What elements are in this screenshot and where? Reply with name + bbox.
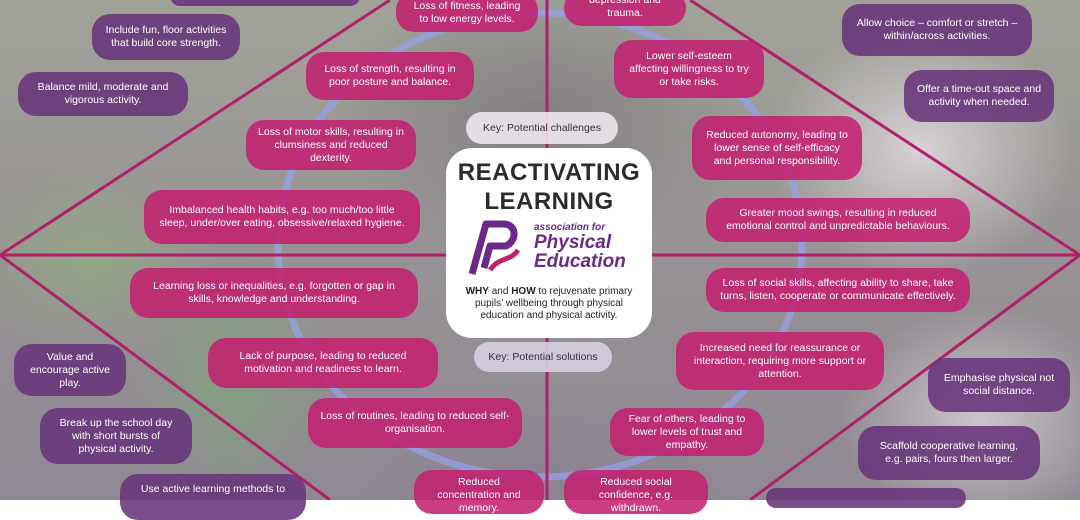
challenge-pill: Lower self-esteem affecting willingness … — [614, 40, 764, 98]
afpe-logo-icon — [468, 220, 521, 275]
challenge-pill: Loss of strength, resulting in poor post… — [306, 52, 474, 100]
center-description: WHY and HOW to rejuvenate primary pupils… — [465, 286, 633, 321]
solution-pill-cut — [766, 488, 966, 508]
solution-pill: Use active learning methods to — [120, 474, 306, 520]
challenge-pill: Reduced concentration and memory. — [414, 470, 544, 514]
challenge-pill: Lack of purpose, leading to reduced moti… — [208, 338, 438, 388]
afpe-logo-text: association for Physical Education — [534, 222, 626, 272]
divider-lines — [0, 0, 1080, 500]
challenge-pill: Increased need for reassurance or intera… — [676, 332, 884, 390]
solution-pill: Offer a time-out space and activity when… — [904, 70, 1054, 122]
challenge-pill: Greater mood swings, resulting in reduce… — [706, 198, 970, 242]
afpe-logo: association for Physical Education — [454, 218, 644, 282]
challenge-pill: Imbalanced health habits, e.g. too much/… — [144, 190, 420, 244]
solution-pill: Emphasise physical not social distance. — [928, 358, 1070, 412]
challenge-pill: Loss of motor skills, resulting in clums… — [246, 120, 416, 170]
solution-pill: Break up the school day with short burst… — [40, 408, 192, 464]
solution-pill-cut — [170, 0, 360, 6]
solution-pill: Include fun, floor activities that build… — [92, 14, 240, 60]
key-potential-solutions: Key: Potential solutions — [474, 342, 612, 372]
center-card: REACTIVATING LEARNING association for Ph… — [446, 148, 652, 338]
divider-line — [749, 253, 1080, 500]
divider-line — [0, 0, 391, 257]
challenge-pill: Loss of routines, leading to reduced sel… — [308, 398, 522, 448]
challenge-pill: Reduced social confidence, e.g. withdraw… — [564, 470, 708, 514]
key-potential-challenges: Key: Potential challenges — [466, 112, 618, 144]
solution-pill: Balance mild, moderate and vigorous acti… — [18, 72, 188, 116]
challenge-pill: Learning loss or inequalities, e.g. forg… — [130, 268, 418, 318]
solution-pill: Scaffold cooperative learning, e.g. pair… — [858, 426, 1040, 480]
challenge-pill: Loss of fitness, leading to low energy l… — [396, 0, 538, 32]
challenge-pill: Loss of social skills, affecting ability… — [706, 268, 970, 312]
title-line-2: LEARNING — [484, 188, 614, 215]
solution-pill: Allow choice – comfort or stretch – with… — [842, 4, 1032, 56]
challenge-pill: Reduced autonomy, leading to lower sense… — [692, 116, 862, 180]
challenge-pill: depression and trauma. — [564, 0, 686, 26]
divider-line — [0, 253, 331, 500]
challenge-pill: Fear of others, leading to lower levels … — [610, 408, 764, 456]
solution-pill: Value and encourage active play. — [14, 344, 126, 396]
title-line-1: REACTIVATING — [457, 159, 641, 186]
